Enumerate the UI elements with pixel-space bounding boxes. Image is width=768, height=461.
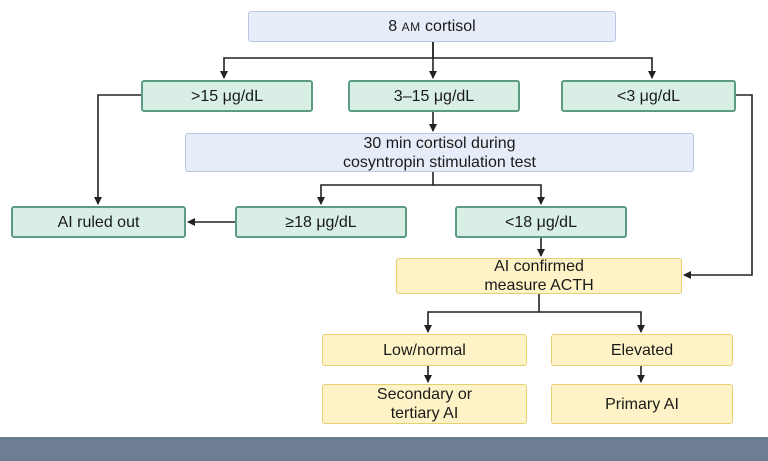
node-primary-ai: Primary AI bbox=[551, 384, 733, 424]
node-gt15: >15 μg/dL bbox=[141, 80, 313, 112]
node-lt18: <18 μg/dL bbox=[455, 206, 627, 238]
arrow-stim-to-lt18 bbox=[433, 184, 545, 205]
secondary-line2: tertiary AI bbox=[390, 405, 459, 422]
secondary-line1: Secondary or bbox=[376, 386, 473, 403]
footer-bar bbox=[0, 437, 768, 461]
node-low-normal: Low/normal bbox=[322, 334, 527, 366]
arrow-am-to-lt3 bbox=[433, 57, 656, 79]
node-lt3: <3 μg/dL bbox=[561, 80, 736, 112]
node-ge18: ≥18 μg/dL bbox=[235, 206, 407, 238]
node-elevated: Elevated bbox=[551, 334, 733, 366]
node-8am-cortisol: 8 AM cortisol bbox=[248, 11, 616, 42]
ai-confirmed-line2: measure ACTH bbox=[484, 277, 594, 294]
arrow-confirmed-to-elevated bbox=[539, 311, 645, 333]
node-lt18-label: <18 μg/dL bbox=[505, 213, 577, 231]
stim-test-line2: cosyntropin stimulation test bbox=[343, 153, 536, 171]
am-cortisol-smallcaps: AM bbox=[401, 19, 421, 34]
arrow-stim-to-ge18 bbox=[317, 172, 434, 205]
node-lt3-label: <3 μg/dL bbox=[616, 87, 681, 105]
arrow-am-to-gt15 bbox=[220, 42, 434, 79]
am-cortisol-post: cortisol bbox=[420, 17, 476, 35]
node-3-15: 3–15 μg/dL bbox=[348, 80, 520, 112]
node-primary-ai-label: Primary AI bbox=[605, 395, 679, 413]
node-ai-confirmed: AI confirmed measure ACTH bbox=[396, 258, 682, 294]
node-elevated-label: Elevated bbox=[610, 341, 674, 359]
arrow-lt3-to-confirmed bbox=[683, 94, 753, 279]
ai-confirmed-line1: AI confirmed bbox=[494, 258, 584, 275]
node-ai-ruled-out: AI ruled out bbox=[11, 206, 186, 238]
node-ge18-label: ≥18 μg/dL bbox=[285, 213, 357, 231]
stim-test-line1: 30 min cortisol during bbox=[363, 134, 516, 152]
node-3-15-label: 3–15 μg/dL bbox=[393, 87, 475, 105]
arrow-gt15-to-ruled-out bbox=[94, 94, 141, 205]
arrow-confirmed-to-low bbox=[424, 294, 540, 333]
node-ai-ruled-out-label: AI ruled out bbox=[57, 213, 140, 231]
node-low-normal-label: Low/normal bbox=[383, 341, 466, 359]
am-cortisol-pre: 8 bbox=[388, 17, 402, 35]
node-secondary-tertiary: Secondary or tertiary AI bbox=[322, 384, 527, 424]
node-gt15-label: >15 μg/dL bbox=[191, 87, 263, 105]
node-stim-test: 30 min cortisol during cosyntropin stimu… bbox=[185, 133, 694, 172]
